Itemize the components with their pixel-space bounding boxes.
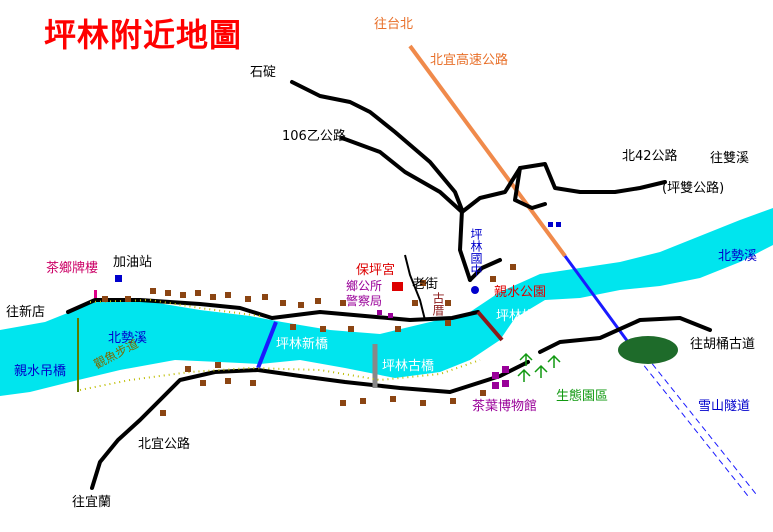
label-waterfront-park: 親水公園 [494,285,547,300]
label-suspension-bridge: 親水吊橋 [14,364,67,379]
police-marker [388,313,393,318]
label-police-station: 警察局 [346,294,383,308]
label-township-office: 鄉公所 [346,279,383,293]
temple-marker [392,282,403,291]
arch-bridge-line [476,310,504,342]
freeway-bridge-line [563,255,630,343]
label-tea-pavilion: 茶鄉牌樓 [46,261,99,276]
road-old-street [404,254,426,321]
label-school: 坪林國中 [469,228,483,276]
label-ancient-house: 古厝 [431,292,445,316]
beishi-river [0,208,773,396]
label-beiyi-road: 北宜公路 [138,437,191,452]
label-road-106: 106乙公路 [282,129,346,144]
label-to-shuangxi: 往雙溪 [710,151,750,166]
road-south-bank [256,360,530,394]
label-beishi-river-east: 北勢溪 [718,249,758,264]
map-title: 坪林附近地圖 [44,16,243,54]
label-freeway: 北宜高速公路 [430,53,509,68]
label-road-42: 北42公路 [622,149,678,164]
label-arch-bridge: 坪林拱橋 [496,309,549,324]
tea-museum-blocks [492,366,509,389]
shuangxi-marker-a [548,222,553,227]
tea-pavilion-marker [94,290,97,298]
road-shuangxi [460,162,667,214]
school-marker [471,286,479,294]
label-beishi-river-west: 北勢溪 [108,331,148,346]
eco-park-plants [517,352,561,382]
label-new-bridge: 坪林新橋 [276,337,329,352]
road-beiyi [90,368,260,490]
road-shiding [290,80,472,282]
tunnel-line-a [637,357,749,497]
label-shiding: 石碇 [250,65,277,80]
shuangxi-marker-b [556,222,561,227]
township-marker [377,310,382,315]
road-east [538,316,712,354]
tunnel-forest [618,336,678,364]
label-gas-station: 加油站 [113,255,153,270]
label-old-street: 老街 [412,277,439,292]
label-temple: 保坪宮 [356,263,396,278]
town-buildings [102,264,516,416]
label-old-bridge: 坪林古橋 [382,359,435,374]
new-bridge-line [256,321,278,369]
label-to-taipei: 往台北 [374,17,414,32]
label-to-hutong: 往胡桶古道 [690,337,756,352]
label-tunnel: 雪山隧道 [698,399,751,414]
tunnel-line-b [645,355,757,495]
label-pingshuang-road: (坪雙公路) [662,181,725,196]
label-tea-museum: 茶葉博物館 [472,399,538,414]
freeway-line [408,44,567,258]
road-106 [340,136,464,214]
road-to-park [468,258,502,282]
gas-station-marker [115,275,122,282]
label-eco-park: 生態園區 [556,389,609,404]
trail-dots-north [89,298,261,317]
road-north-loop [513,166,547,210]
label-to-yilan: 往宜蘭 [72,495,112,510]
label-to-xindian: 往新店 [6,305,46,320]
